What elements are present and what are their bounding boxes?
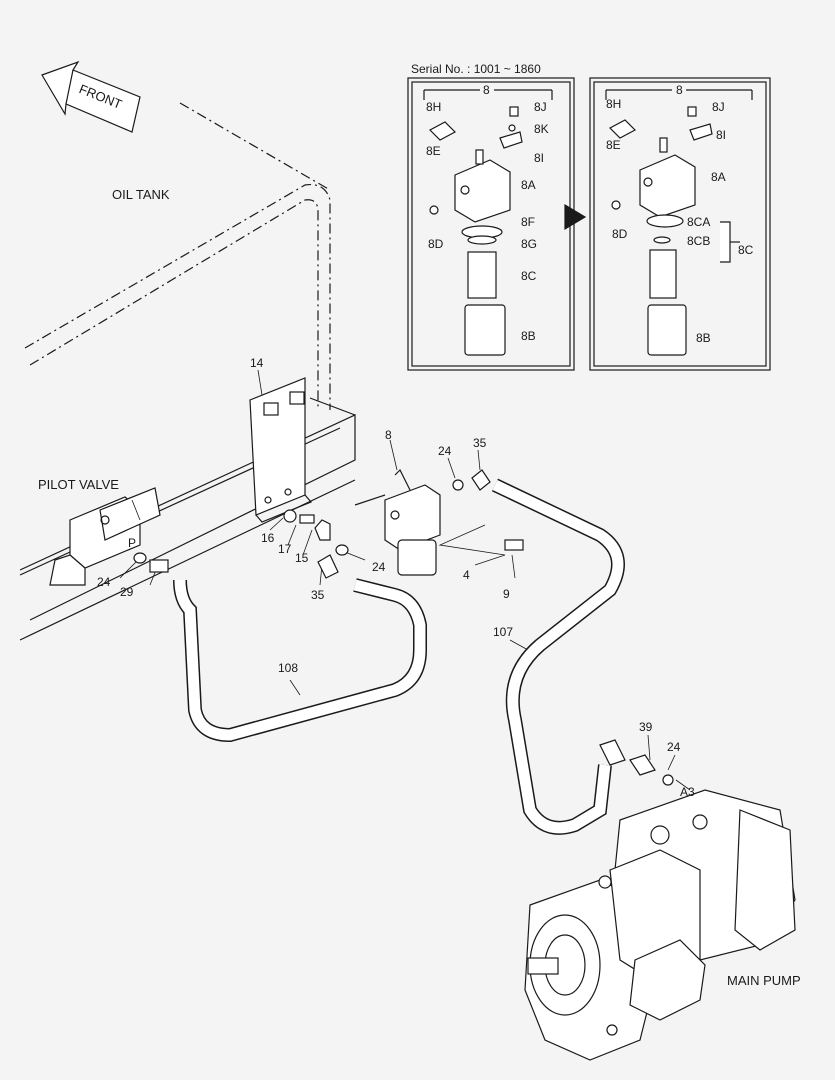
callout-24-mid: 24 — [372, 560, 386, 574]
callout-39: 39 — [639, 720, 653, 734]
callout-8C-new: 8C — [738, 243, 754, 257]
callout-8B: 8B — [521, 329, 536, 343]
callout-8B-new: 8B — [696, 331, 711, 345]
callout-9: 9 — [503, 587, 510, 601]
hose-108 — [173, 578, 427, 743]
callout-8H: 8H — [426, 100, 442, 114]
callout-35-top: 35 — [473, 436, 487, 450]
callout-14: 14 — [250, 356, 264, 370]
callout-8G: 8G — [521, 237, 538, 251]
callout-16: 16 — [261, 531, 275, 545]
callout-8: 8 — [385, 428, 392, 442]
serial-note: Serial No. : 1001 ~ 1860 — [411, 62, 541, 76]
callout-17: 17 — [278, 542, 292, 556]
callout-8CA: 8CA — [687, 215, 711, 229]
line-filter-8 — [354, 468, 441, 576]
front-arrow — [41, 60, 141, 133]
callout-15: 15 — [295, 551, 309, 565]
callout-4: 4 — [463, 568, 470, 582]
callout-29: 29 — [120, 585, 134, 599]
main-pump-label: MAIN PUMP — [727, 973, 801, 988]
main-pump — [524, 789, 796, 1061]
callout-8H-new: 8H — [606, 97, 622, 111]
callout-24-left: 24 — [97, 575, 111, 589]
callout-8K: 8K — [534, 122, 549, 136]
callout-8J-new: 8J — [712, 100, 725, 114]
fittings — [133, 469, 674, 786]
inset-filter-before — [429, 106, 523, 356]
leader-lines — [119, 369, 691, 791]
callout-107: 107 — [493, 625, 514, 639]
callout-8J: 8J — [534, 100, 547, 114]
callout-24-pump: 24 — [667, 740, 681, 754]
callout-8A-new: 8A — [711, 170, 726, 184]
callout-108: 108 — [278, 661, 299, 675]
callout-35-bottom: 35 — [311, 588, 325, 602]
callout-8I: 8I — [534, 151, 545, 165]
callout-8F: 8F — [521, 215, 536, 229]
pilot-valve — [49, 487, 161, 586]
pilot-valve-label: PILOT VALVE — [38, 477, 119, 492]
oil-tank-label: OIL TANK — [112, 187, 170, 202]
callout-8C: 8C — [521, 269, 537, 283]
port-A3: A3 — [680, 785, 695, 799]
inset-after-assembly: 8 — [676, 83, 683, 97]
callout-8A: 8A — [521, 178, 536, 192]
port-P: P — [128, 536, 137, 550]
oil-tank-outline — [24, 102, 331, 410]
callout-24-top: 24 — [438, 444, 452, 458]
callout-8E-new: 8E — [606, 138, 621, 152]
inset-serial-panels — [407, 77, 771, 371]
inset-filter-after — [609, 106, 740, 356]
hose-107 — [491, 478, 625, 835]
callout-8CB: 8CB — [687, 234, 711, 248]
inset-before-assembly: 8 — [483, 83, 490, 97]
callout-8D: 8D — [428, 237, 444, 251]
callout-8E: 8E — [426, 144, 441, 158]
callout-8D-new: 8D — [612, 227, 628, 241]
bracket-14 — [249, 377, 312, 523]
callout-8I-new: 8I — [716, 128, 727, 142]
